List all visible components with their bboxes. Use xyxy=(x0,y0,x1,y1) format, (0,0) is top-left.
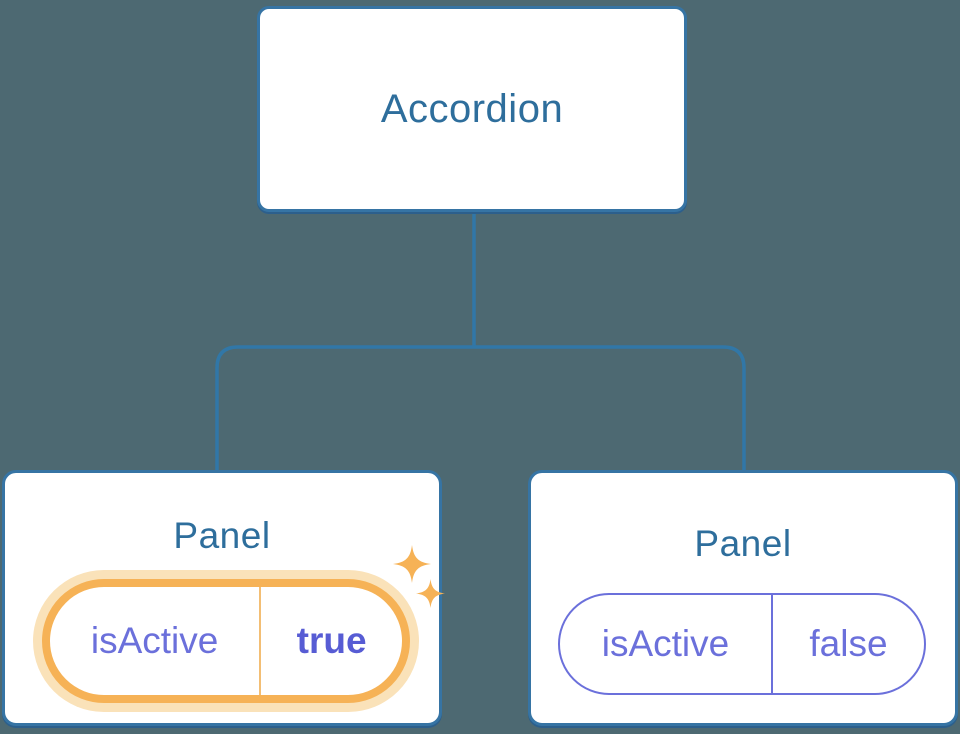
sparkle-icon xyxy=(416,579,445,608)
state-value: true xyxy=(296,620,367,661)
accordion-label: Accordion xyxy=(380,86,564,131)
panel-node-active: Panel isActive true xyxy=(2,470,445,726)
sparkle-icon xyxy=(393,545,431,583)
panel-label: Panel xyxy=(694,523,792,564)
connector-branch xyxy=(215,345,746,472)
state-value: false xyxy=(809,623,888,664)
state-pill-inactive: isActive false xyxy=(558,593,926,695)
state-pill-active: isActive true xyxy=(42,579,410,703)
state-key: isActive xyxy=(560,595,773,693)
accordion-node: Accordion xyxy=(257,6,687,212)
state-key: isActive xyxy=(50,587,262,695)
panel-label: Panel xyxy=(173,515,271,556)
panel-node-inactive: Panel isActive false xyxy=(528,470,958,726)
